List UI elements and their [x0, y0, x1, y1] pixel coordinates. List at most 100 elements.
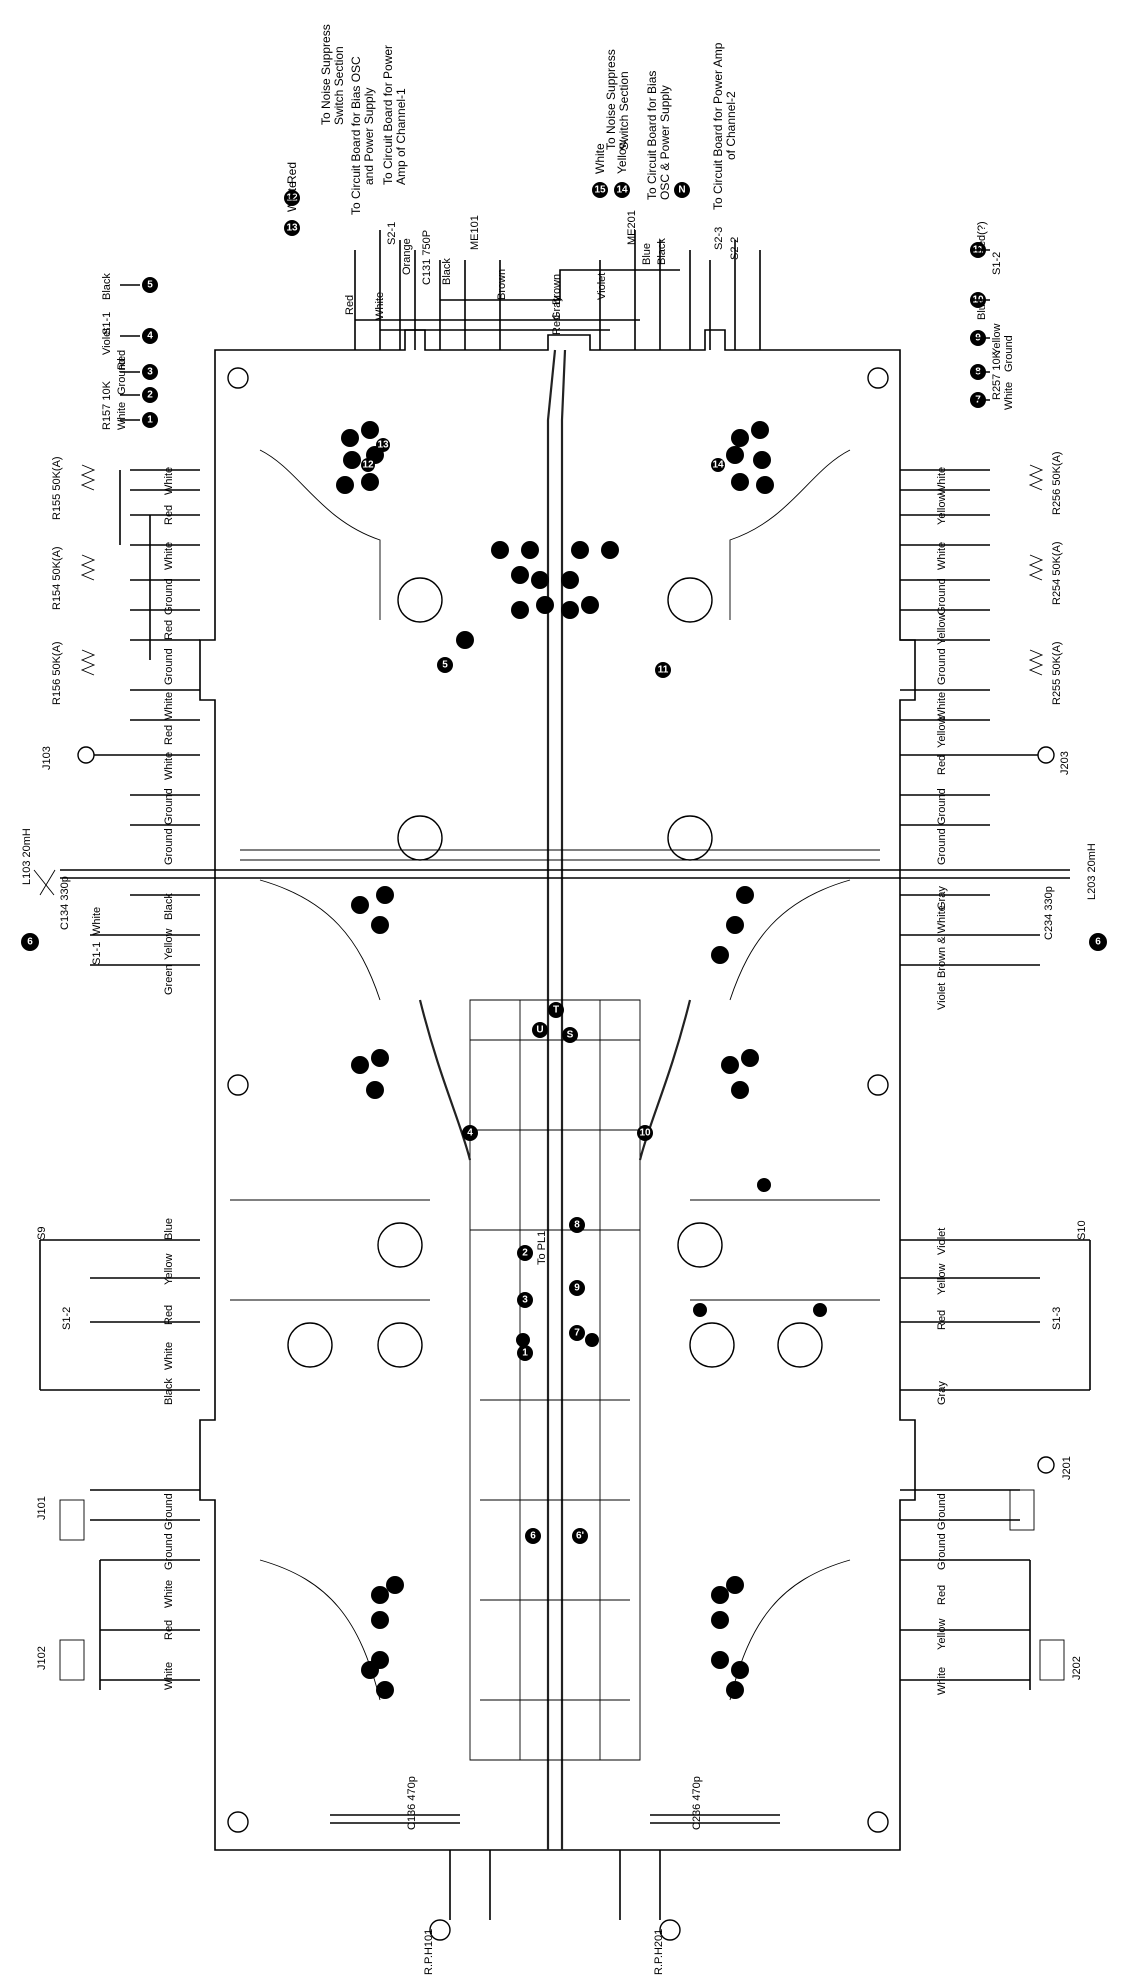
jack-j102-symbol [59, 1639, 85, 1681]
marker-12: 12 [284, 190, 300, 206]
marker-U: U [532, 1022, 548, 1038]
top-black2: Black [656, 238, 668, 265]
left-label-24: White [163, 1662, 175, 1690]
part-rph101: R.P.H101 [423, 1929, 435, 1975]
marker-T: T [548, 1002, 564, 1018]
left-label-9: Ground [163, 788, 175, 825]
transistor-pads [336, 421, 827, 1699]
top-gray: Gray [551, 296, 563, 320]
jack-j103-symbol [77, 746, 95, 764]
svg-text:9: 9 [574, 1283, 580, 1294]
marker-15: 15 [592, 182, 608, 198]
svg-text:11: 11 [658, 665, 669, 676]
top-wires [120, 230, 990, 421]
part-r155: R155 50K(A) [51, 456, 63, 520]
left-label-18: White [163, 1342, 175, 1370]
svg-text:5: 5 [442, 660, 448, 671]
top-black: Black [441, 258, 453, 285]
right-label-9: Ground [936, 788, 948, 825]
right-label-13: Violet [936, 983, 948, 1010]
left-part-labels: R157 10K S1-1 R155 50K(A) R154 50K(A) R1… [21, 273, 435, 1975]
marker-6-right: 6 [1089, 933, 1107, 951]
header-bias2-1: To Circuit Board for Bias [645, 71, 659, 200]
pot-hole-l3 [377, 1222, 423, 1268]
jack-j201-symbol [1037, 1456, 1055, 1474]
jack-j203-symbol [1037, 746, 1055, 764]
top-me101: ME101 [469, 215, 481, 250]
part-ground: Ground [116, 358, 128, 395]
svg-text:14: 14 [616, 185, 628, 196]
header-15-white: White [593, 143, 607, 174]
right-label-0: White [936, 467, 948, 495]
header-noise-bot: Switch Section [332, 46, 346, 125]
right-label-21: Yellow [936, 1619, 948, 1650]
top-brown2: Brown [551, 274, 563, 305]
part-to-pl1: To PL1 [536, 1231, 548, 1265]
marker-S: S [562, 1027, 578, 1043]
left-label-7: Red [163, 725, 175, 745]
right-label-15: Yellow [936, 1264, 948, 1295]
top-part-labels: S2-1 Orange C131 750P Black ME101 Brown … [344, 210, 741, 335]
part-red: Red [116, 350, 128, 370]
top-red2: Red [551, 315, 563, 335]
svg-text:6: 6 [27, 937, 33, 948]
right-label-11: Gray [936, 886, 948, 910]
left-label-13: Yellow [163, 929, 175, 960]
svg-text:6: 6 [530, 1531, 536, 1542]
header-noise2-bot: Switch Section [617, 71, 631, 150]
part-r257: R257 10K [991, 350, 1003, 400]
part-s1-2-top: S1-2 [991, 252, 1003, 275]
marker-3b: 3 [517, 1292, 533, 1308]
part-j203: J203 [1059, 751, 1071, 775]
right-label-1: Yellow [936, 494, 948, 525]
left-label-0: White [163, 467, 175, 495]
header-pow-2: Amp of Channel-1 [394, 88, 408, 185]
part-s1-2: S1-2 [61, 1307, 73, 1330]
pot-hole-r1 [667, 577, 713, 623]
bottom-jacks [330, 1814, 780, 1941]
left-label-14: Green [163, 964, 175, 995]
bottom-part-labels: C136 470p C236 470p To PL1 [406, 1231, 703, 1830]
marker-1: 1 [142, 412, 158, 428]
right-label-20: Red [936, 1585, 948, 1605]
svg-text:4: 4 [467, 1128, 473, 1139]
svg-text:U: U [536, 1025, 543, 1036]
marker-3: 3 [142, 364, 158, 380]
header-pow-1: To Circuit Board for Power [381, 45, 395, 185]
right-label-17: Gray [936, 1381, 948, 1405]
header-noise-top: To Noise Suppress [319, 24, 333, 125]
top-violet: Violet [596, 273, 608, 300]
right-label-6: White [936, 692, 948, 720]
svg-text:2: 2 [522, 1248, 528, 1259]
svg-text:1: 1 [522, 1348, 528, 1359]
marker-4b: 4 [462, 1125, 478, 1141]
part-j202: J202 [1071, 1656, 1083, 1680]
phone-jack-right [659, 1919, 681, 1941]
right-label-16: Red [936, 1310, 948, 1330]
jack-j201-box [1009, 1489, 1035, 1531]
part-white: White [116, 402, 128, 430]
right-label-7: Yellow [936, 717, 948, 748]
part-l103: L103 20mH [21, 828, 33, 885]
svg-text:3: 3 [522, 1295, 528, 1306]
part-white-r: White [1003, 382, 1015, 410]
right-label-4: Yellow [936, 614, 948, 645]
header-noise2-top: To Noise Suppress [604, 49, 618, 150]
svg-text:1: 1 [147, 415, 153, 426]
svg-text:3: 3 [147, 367, 153, 378]
svg-text:5: 5 [147, 280, 153, 291]
svg-text:13: 13 [286, 223, 298, 234]
part-j101: J101 [36, 1496, 48, 1520]
left-label-6: White [163, 692, 175, 720]
svg-text:N: N [678, 185, 685, 196]
top-s2-2: S2-2 [729, 237, 741, 260]
pot-hole-l4 [287, 1322, 333, 1368]
svg-text:8: 8 [574, 1220, 580, 1231]
svg-text:15: 15 [594, 185, 606, 196]
marker-6b: 6 [525, 1528, 541, 1544]
svg-text:13: 13 [377, 440, 389, 451]
left-label-1: Red [163, 505, 175, 525]
header-annotations: 12 Red 13 White To Noise Suppress Switch… [284, 24, 738, 236]
pot-hole-l5 [377, 1322, 423, 1368]
pcb-traces [230, 349, 880, 1850]
